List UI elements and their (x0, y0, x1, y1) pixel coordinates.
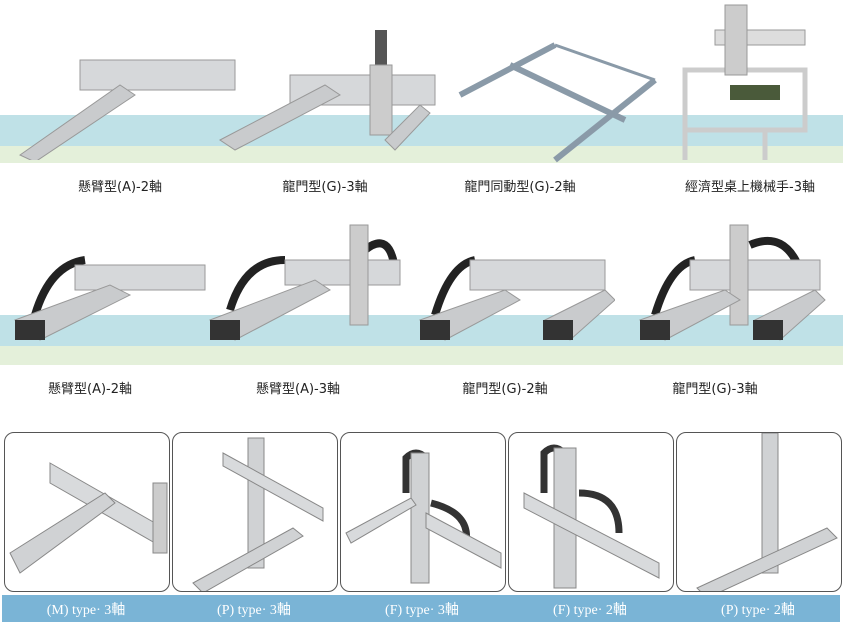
product-image-desktop-3axis (682, 4, 808, 160)
product-image-gantry-sync-2axis (458, 42, 657, 163)
type-card-p-3axis (172, 432, 338, 592)
product-caption: 龍門型(G)-2軸 (462, 382, 548, 397)
product-caption: 龍門型(G)-3軸 (282, 180, 368, 195)
row1-green-band (0, 146, 843, 163)
type-card-m-3axis (4, 432, 170, 592)
type-label: (F) type· 3軸 (385, 603, 459, 618)
product-caption: 龍門同動型(G)-2軸 (464, 180, 576, 195)
product-caption: 懸臂型(A)-2軸 (78, 180, 162, 195)
type-label-bar: (M) type· 3軸 (P) type· 3軸 (F) type· 3軸 (… (2, 595, 840, 622)
product-image-cantilever-2axis-chain (13, 256, 206, 341)
type-card-f-2axis (508, 432, 674, 592)
product-caption: 懸臂型(A)-3軸 (256, 382, 340, 397)
product-image-gantry-3axis-chain (638, 224, 826, 341)
product-image-cantilever-2axis (19, 59, 236, 160)
type-label: (P) type· 3軸 (217, 603, 291, 618)
product-caption: 懸臂型(A)-2軸 (48, 382, 132, 397)
product-image-gantry-3axis (219, 30, 436, 151)
row2-green-band (0, 346, 843, 365)
product-image-cantilever-3axis-chain (209, 224, 401, 341)
type-label: (F) type· 2軸 (553, 603, 627, 618)
type-label: (M) type· 3軸 (46, 603, 126, 618)
product-image-gantry-2axis-chain (418, 256, 615, 341)
product-caption: 經濟型桌上機械手-3軸 (685, 180, 815, 195)
type-card-p-2axis (676, 432, 842, 592)
product-caption: 龍門型(G)-3軸 (672, 382, 758, 397)
type-label: (P) type· 2軸 (721, 603, 795, 618)
type-card-f-3axis (340, 432, 506, 592)
